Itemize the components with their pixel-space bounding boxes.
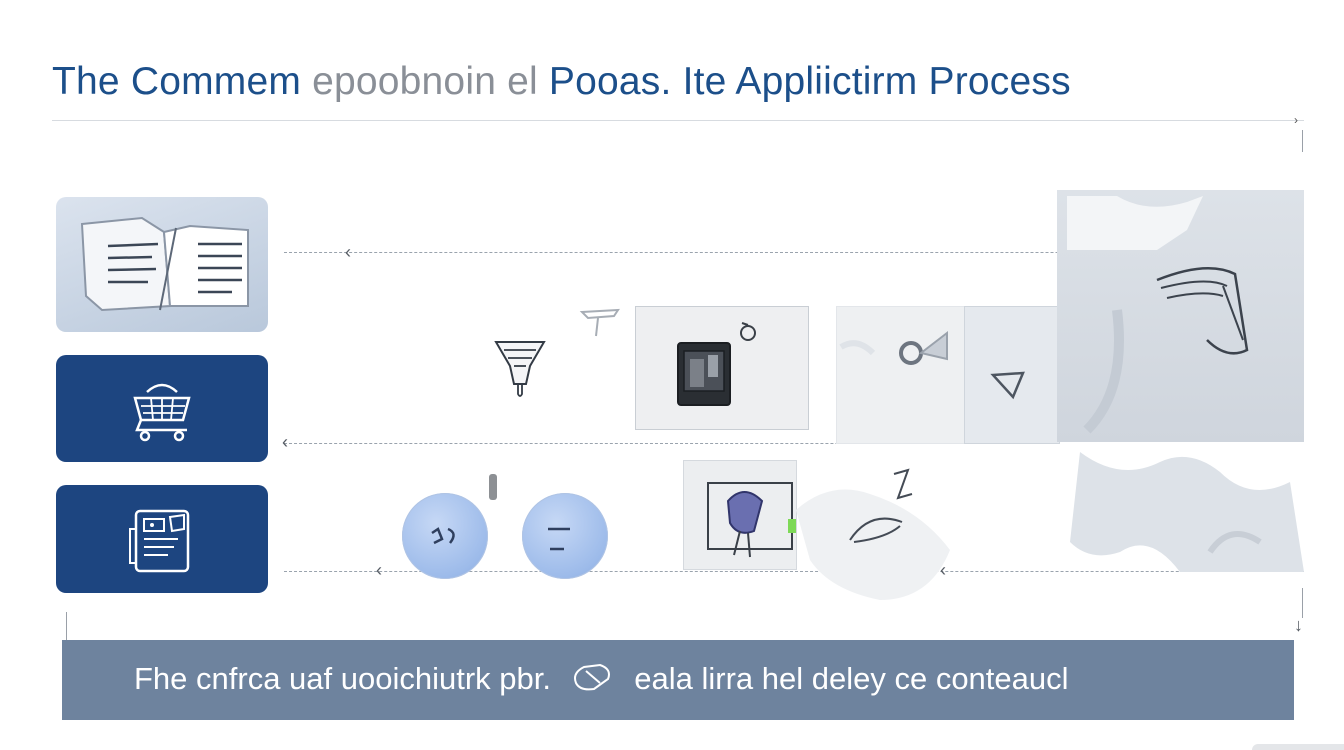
triangle-icon (990, 371, 1025, 400)
printer-icon (677, 322, 756, 406)
connector-arrow-2: ‹ (282, 432, 288, 452)
funnel-icon (494, 341, 546, 397)
title-part-3: Pooas. Ite Appliictirm Process (548, 60, 1071, 103)
down-arrow-icon: ↓ (1294, 615, 1303, 635)
printer-panel (635, 306, 809, 430)
figure-silhouette (1070, 452, 1304, 572)
circle-node-right (522, 493, 608, 579)
right-guide-bottom (1302, 588, 1303, 618)
marker-icon (489, 474, 497, 500)
footer-text-start: Fhe cnfrca uaf uooichiutrk pbr. (134, 660, 552, 696)
corner-decoration (1252, 744, 1344, 750)
pill-icon (570, 661, 614, 699)
shopping-basket-icon (133, 383, 191, 441)
title-part-2: epoobnoin el (312, 60, 538, 103)
form-card (56, 485, 268, 593)
footer-text: Fhe cnfrca uaf uooichiutrk pbr. eala lir… (62, 661, 1069, 700)
left-guide-bottom (66, 612, 67, 640)
tag-icon (579, 308, 620, 337)
connector-arrow-3: ‹ (376, 560, 382, 580)
hand-backdrop (1057, 190, 1304, 442)
divider-arrow-icon: › (1294, 113, 1298, 127)
circle-node-left (402, 493, 488, 579)
title-part-1: The Commem (52, 60, 302, 103)
connector-arrow-4: ‹ (940, 560, 946, 580)
hand-icon (1067, 196, 1249, 434)
connector-line-3 (284, 571, 1304, 572)
right-guide-top (1302, 130, 1303, 152)
basket-card (56, 355, 268, 462)
title-divider (52, 120, 1304, 121)
form-printer-icon (129, 509, 190, 573)
key-icon (839, 330, 948, 365)
soft-panel-2 (964, 306, 1060, 444)
document-pages-icon (80, 216, 249, 311)
connector-arrow-1: ‹ (345, 242, 351, 262)
connector-line-2 (284, 443, 1054, 444)
footer-banner: Fhe cnfrca uaf uooichiutrk pbr. eala lir… (62, 640, 1294, 720)
list-icon (548, 527, 570, 551)
soft-panel-1 (836, 306, 966, 444)
cable-panel (683, 460, 797, 570)
connector-line-1 (284, 252, 1304, 253)
footer-text-end: eala lirra hel deley ce conteaucl (634, 660, 1069, 696)
diagram-title: The Commem epoobnoin el Pooas. Ite Appli… (52, 56, 1332, 108)
hand-sketch-icon (796, 468, 950, 600)
hook-icon (431, 527, 455, 545)
document-card (56, 197, 268, 332)
cable-icon (707, 482, 796, 558)
